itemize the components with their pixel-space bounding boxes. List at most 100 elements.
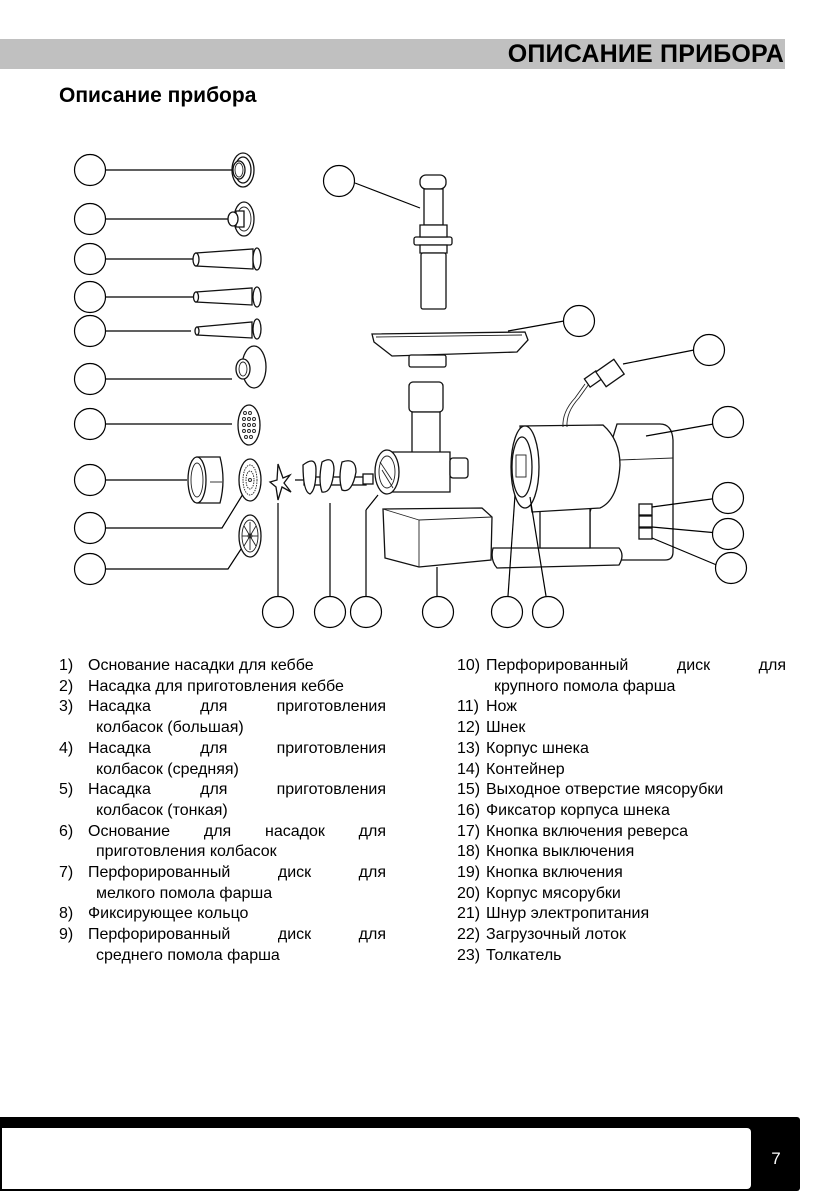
item-number: 1)	[59, 657, 74, 674]
item-label-line: Кнопка включения реверса	[486, 822, 689, 840]
feeding-tray-part	[371, 320, 565, 368]
callout-circle	[73, 314, 107, 348]
item-number: 9)	[59, 926, 74, 944]
callout-circle	[531, 595, 565, 629]
callout-circle	[711, 405, 745, 439]
item-number: 3)	[59, 698, 74, 716]
item-label: Загрузочный лоток	[486, 925, 786, 946]
item-label: Кнопка включения реверса	[486, 822, 786, 843]
item-label: Корпус шнека	[486, 739, 786, 760]
item-label-line: среднего помола фарша	[96, 946, 280, 964]
item-number: 17)	[457, 822, 481, 840]
pusher-part	[354, 174, 453, 310]
item-number: 16)	[457, 801, 481, 819]
callouts-left	[73, 153, 246, 586]
callout-circle	[73, 280, 107, 314]
parts-list-item: 16) Фиксатор корпуса шнека	[457, 801, 786, 822]
item-label-line: Выходное отверстие мясорубки	[486, 781, 724, 799]
parts-list-item: 13)Корпус шнека	[457, 739, 786, 760]
callout-circle	[73, 362, 107, 396]
header-bar: ОПИСАНИЕ ПРИБОРА	[0, 39, 785, 69]
item-label-line: Кнопка включения	[486, 864, 623, 882]
item-label-line: Шнур электропитания	[486, 905, 650, 923]
parts-list-item: 14)Контейнер	[457, 760, 786, 781]
item-label-line: Насадка для приготовления	[88, 698, 386, 716]
parts-list-left: 1) Основание насадки для кеббе 2) Насадка д…	[59, 656, 386, 967]
item-label: Насадка для приготовления кеббе	[88, 677, 386, 698]
fixing-ring-part	[187, 456, 224, 504]
item-label-line: Основание насадки для кеббе	[88, 657, 314, 674]
chapter-title: ОПИСАНИЕ ПРИБОРА	[507, 40, 784, 68]
item-label-line: Корпус шнека	[486, 739, 589, 757]
item-label: Шнек	[486, 718, 786, 739]
parts-list-item: 12)Шнек	[457, 718, 786, 739]
parts-list-item: 15)Выходное отверстие мясорубки	[457, 780, 786, 801]
coarse-disc-part	[238, 514, 262, 558]
item-number: 23)	[457, 946, 481, 964]
item-label: Кнопка выключения	[486, 842, 786, 863]
parts-list-item: 18)Кнопка выключения	[457, 842, 786, 863]
callout-circle	[73, 552, 107, 586]
item-number: 11)	[457, 698, 479, 716]
item-label: Перфорированный диск для среднего помола …	[88, 925, 386, 966]
item-label-line: Насадка для приготовления	[88, 781, 386, 799]
item-label-line: Перфорированный диск для	[486, 657, 786, 674]
callout-circle	[261, 595, 295, 629]
fine-disc-part	[237, 404, 261, 446]
parts-list-item: 19) Кнопка включения	[457, 863, 786, 884]
parts-list-item: 17) Кнопка включения реверса	[457, 822, 786, 843]
item-number: 2)	[59, 677, 74, 695]
callout-circle	[692, 333, 726, 367]
item-label-line: Шнек	[486, 719, 526, 737]
item-label: Толкатель	[486, 946, 786, 967]
container-part	[382, 507, 493, 597]
item-label-line: Насадка для приготовления кеббе	[88, 677, 344, 695]
item-label-line: Перфорированный диск для	[88, 926, 386, 944]
item-label: Фиксирующее кольцо	[88, 904, 386, 925]
item-label: Выходное отверстие мясорубки	[486, 780, 786, 801]
callout-circle	[349, 595, 383, 629]
item-label-line: Загрузочный лоток	[486, 926, 626, 944]
parts-list-item: 23) Толкатель	[457, 946, 786, 967]
sausage-base-part	[235, 345, 267, 389]
callout-circle	[562, 304, 596, 338]
item-label-line: Перфорированный диск для	[88, 864, 386, 882]
page-number: 7	[771, 1149, 781, 1168]
parts-list-item: 2) Насадка для приготовления кеббе	[59, 677, 386, 698]
item-label-line: Основание для насадок для	[88, 822, 386, 840]
callout-circle	[73, 153, 107, 187]
callout-circle	[421, 595, 455, 629]
kebbe-base-part	[231, 152, 255, 188]
item-label-line: Толкатель	[486, 946, 562, 964]
sausage-nozzle-large-part	[192, 247, 262, 271]
callout-circle	[490, 595, 524, 629]
item-label-line: Контейнер	[486, 760, 565, 778]
item-label-line: Фиксирующее кольцо	[88, 905, 249, 923]
callout-circle	[73, 202, 107, 236]
item-label-line: Кнопка выключения	[486, 843, 635, 861]
item-number: 21)	[457, 905, 481, 923]
item-number: 10)	[457, 657, 481, 674]
item-label-line: колбасок (средняя)	[96, 760, 239, 778]
item-label-line: Фиксатор корпуса шнека	[486, 801, 670, 819]
parts-list-item: 22)Загрузочный лоток	[457, 925, 786, 946]
item-number: 19)	[457, 864, 481, 882]
sausage-nozzle-thin-part	[194, 318, 262, 340]
callout-circle	[73, 463, 107, 497]
item-label: Фиксатор корпуса шнека	[486, 801, 786, 822]
parts-list-item: 1) Основание насадки для кеббе	[59, 656, 386, 677]
item-label-line: колбасок (тонкая)	[96, 801, 228, 819]
auger-housing-part	[365, 381, 469, 600]
parts-list-item: 11)Нож	[457, 697, 786, 718]
